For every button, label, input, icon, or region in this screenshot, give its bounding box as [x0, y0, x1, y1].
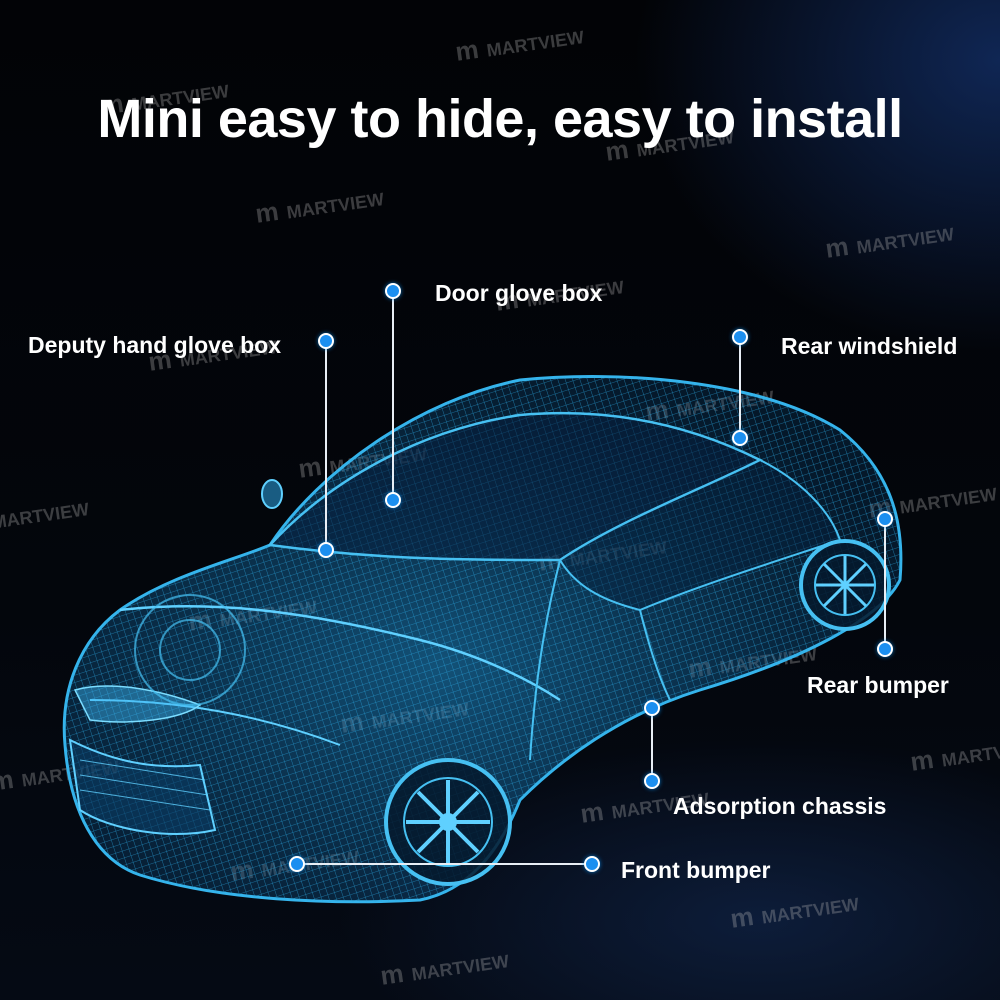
- callout-marker-icon: [877, 511, 893, 527]
- callout-line-door-glove-box: [392, 291, 394, 500]
- callout-label-rear-bumper: Rear bumper: [807, 672, 949, 698]
- callout-label-adsorption-chassis: Adsorption chassis: [673, 793, 887, 819]
- callout-line-adsorption-chassis: [651, 708, 653, 781]
- callout-label-door-glove-box: Door glove box: [435, 280, 603, 306]
- callout-marker-icon: [289, 856, 305, 872]
- callout-line-front-bumper: [297, 863, 592, 865]
- callout-marker-icon: [644, 773, 660, 789]
- callout-marker-icon: [877, 641, 893, 657]
- callout-label-deputy-hand-glove-box: Deputy hand glove box: [28, 332, 282, 358]
- callout-marker-icon: [385, 283, 401, 299]
- callout-marker-icon: [584, 856, 600, 872]
- headline: Mini easy to hide, easy to install: [97, 89, 903, 149]
- callout-line-deputy-hand-glove-box: [325, 341, 327, 550]
- callout-marker-icon: [732, 430, 748, 446]
- callout-line-rear-windshield: [739, 337, 741, 438]
- callout-marker-icon: [318, 333, 334, 349]
- callout-marker-icon: [385, 492, 401, 508]
- callout-line-rear-bumper: [884, 519, 886, 649]
- callout-marker-icon: [318, 542, 334, 558]
- callout-label-front-bumper: Front bumper: [621, 857, 771, 883]
- callout-marker-icon: [732, 329, 748, 345]
- callout-marker-icon: [644, 700, 660, 716]
- callout-label-rear-windshield: Rear windshield: [781, 333, 958, 359]
